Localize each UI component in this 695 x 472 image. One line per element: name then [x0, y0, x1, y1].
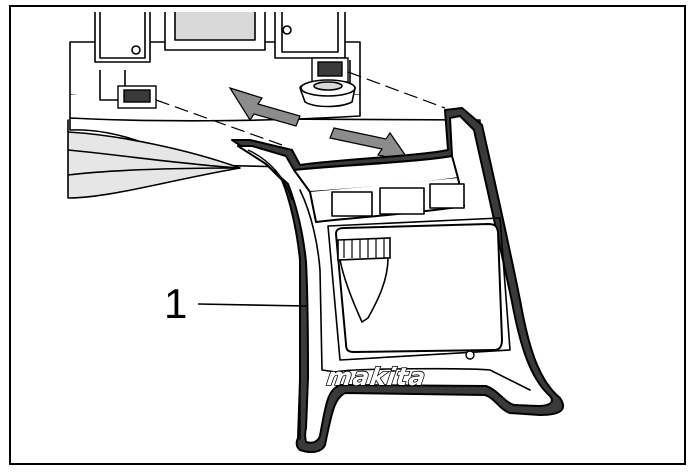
figure-border: [9, 5, 686, 465]
slide-arrows: [228, 86, 412, 163]
stand-frame: [231, 107, 565, 454]
alignment-lines: [155, 71, 446, 146]
chuck-hub: [299, 79, 356, 108]
screw-left: [131, 45, 141, 55]
spindle-cone: [337, 237, 391, 324]
brand-logo: makita: [324, 362, 429, 391]
stand-left-rim: [247, 149, 301, 440]
screw-right: [282, 25, 292, 35]
tool-housing: [67, 12, 481, 199]
rail-slot-left: [117, 85, 157, 109]
callout-leader-line: [197, 303, 307, 307]
crossbar-window-2: [379, 187, 425, 215]
arrow-down-right: [329, 127, 412, 163]
arrow-up-left: [228, 86, 301, 127]
crossbar-window-1: [331, 191, 373, 217]
crossbar-window-3: [429, 183, 465, 209]
callout-number: 1: [164, 280, 187, 327]
rail-slot-right: [311, 57, 349, 83]
brand-logo-text: makita: [325, 363, 428, 391]
stand-screw: [465, 350, 475, 360]
